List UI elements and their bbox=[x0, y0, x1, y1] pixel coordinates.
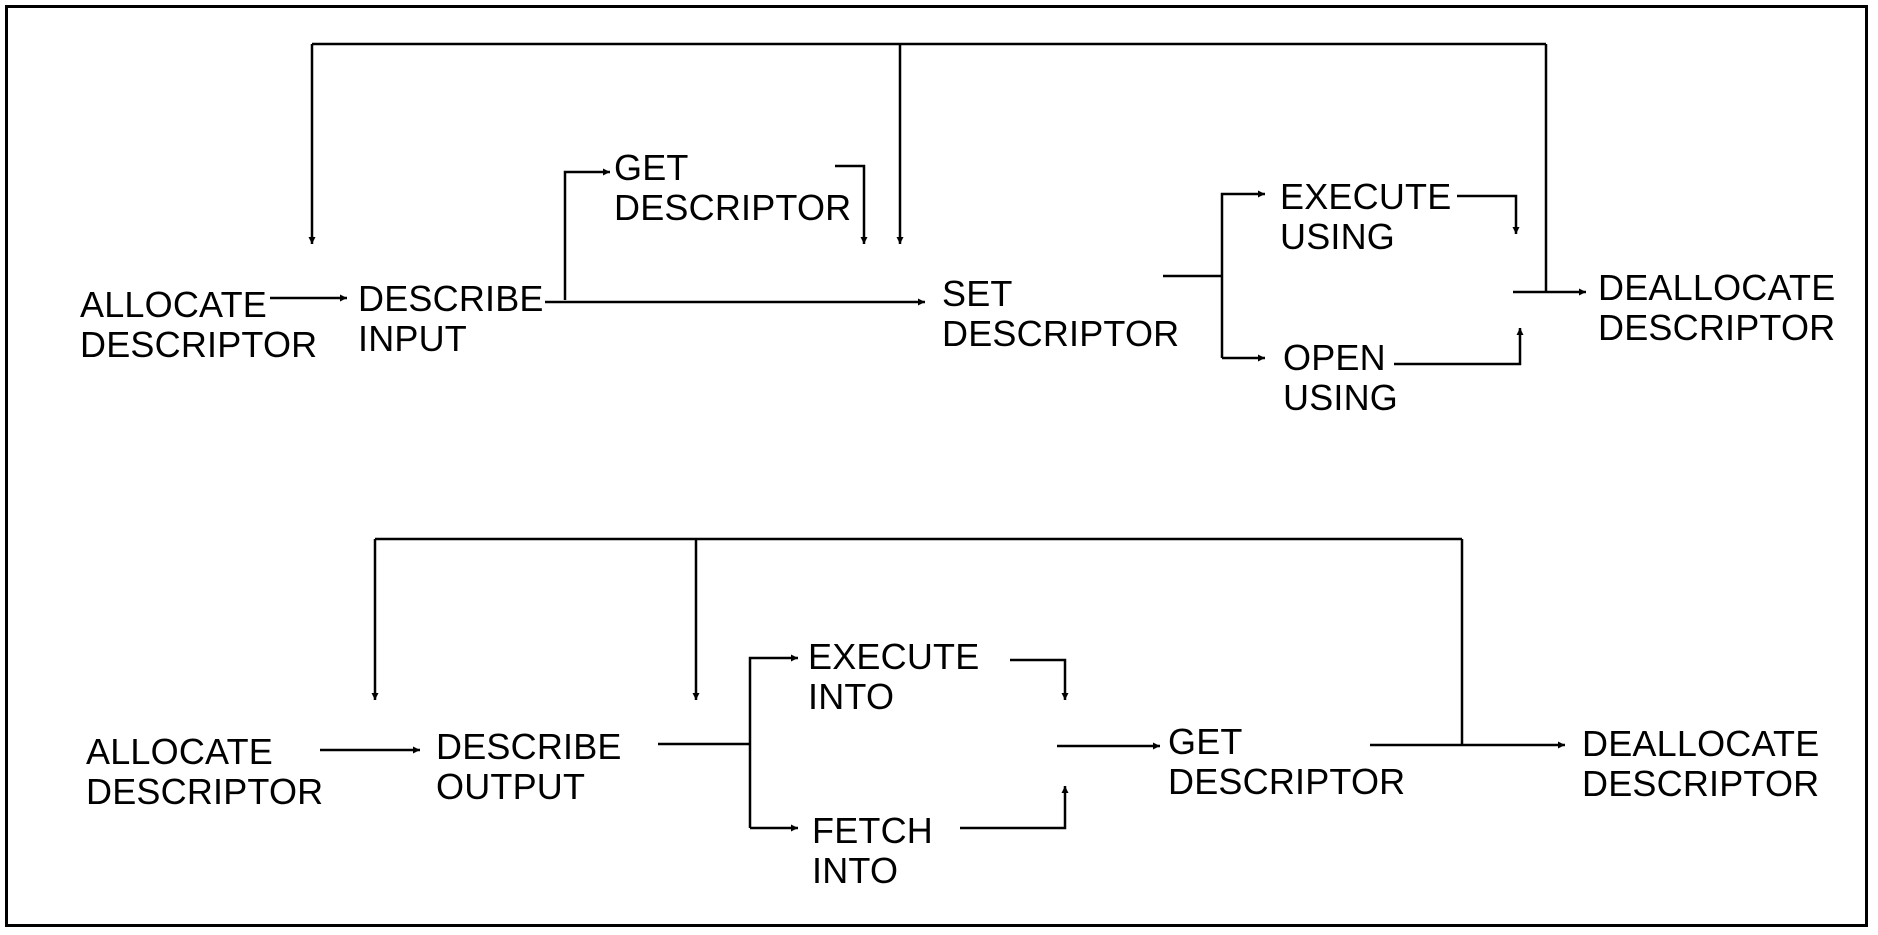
node-deallocate-descriptor-input: DEALLOCATE DESCRIPTOR bbox=[1598, 268, 1835, 348]
node-label-line-2: INTO bbox=[812, 850, 899, 891]
node-label-line-1: ALLOCATE bbox=[80, 284, 267, 325]
node-set-descriptor: SET DESCRIPTOR bbox=[942, 274, 1179, 354]
connector-execute-using-to-join bbox=[1457, 194, 1520, 234]
node-label-line-1: FETCH bbox=[812, 810, 933, 851]
node-label-line-2: DESCRIPTOR bbox=[942, 313, 1180, 354]
node-label-line-1: EXECUTE bbox=[808, 636, 980, 677]
connector-execute-into-to-join bbox=[1010, 658, 1069, 700]
node-label-line-1: GET bbox=[1168, 721, 1243, 762]
node-open-using: OPEN USING bbox=[1283, 338, 1398, 418]
node-describe-output: DESCRIBE OUTPUT bbox=[436, 727, 622, 807]
node-label-line-1: DEALLOCATE bbox=[1582, 723, 1820, 764]
node-execute-into: EXECUTE INTO bbox=[808, 637, 979, 717]
node-allocate-descriptor-output: ALLOCATE DESCRIPTOR bbox=[86, 732, 323, 812]
connector-branch-to-execute-using bbox=[1220, 190, 1265, 358]
node-label-line-2: DESCRIPTOR bbox=[80, 324, 318, 365]
node-label-line-2: DESCRIPTOR bbox=[1598, 307, 1836, 348]
node-label-line-2: DESCRIPTOR bbox=[1168, 761, 1406, 802]
node-label-line-2: DESCRIPTOR bbox=[1582, 763, 1820, 804]
node-label-line-2: USING bbox=[1280, 216, 1396, 257]
node-label-line-1: OPEN bbox=[1283, 337, 1386, 378]
node-fetch-into: FETCH INTO bbox=[812, 811, 933, 891]
node-label-line-2: DESCRIPTOR bbox=[86, 771, 324, 812]
node-label-line-2: OUTPUT bbox=[436, 766, 586, 807]
node-label-line-1: GET bbox=[614, 147, 689, 188]
node-label-line-1: EXECUTE bbox=[1280, 176, 1452, 217]
connector-describe-input-to-get-descriptor bbox=[563, 168, 610, 300]
connector-branch-to-execute-into bbox=[748, 654, 798, 828]
node-label-line-1: ALLOCATE bbox=[86, 731, 273, 772]
diagram-border bbox=[5, 5, 1868, 927]
node-allocate-descriptor-input: ALLOCATE DESCRIPTOR bbox=[80, 285, 317, 365]
connector-fetch-into-to-join bbox=[960, 786, 1069, 830]
connector-get-descriptor-to-set bbox=[835, 164, 868, 244]
node-execute-using: EXECUTE USING bbox=[1280, 177, 1451, 257]
node-get-descriptor-input: GET DESCRIPTOR bbox=[614, 148, 851, 228]
node-label-line-2: USING bbox=[1283, 377, 1399, 418]
node-deallocate-descriptor-output: DEALLOCATE DESCRIPTOR bbox=[1582, 724, 1819, 804]
connector-open-using-to-join bbox=[1394, 328, 1524, 366]
node-label-line-1: DEALLOCATE bbox=[1598, 267, 1836, 308]
node-label-line-1: SET bbox=[942, 273, 1013, 314]
node-label-line-2: INPUT bbox=[358, 318, 467, 359]
node-describe-input: DESCRIBE INPUT bbox=[358, 279, 544, 359]
node-label-line-2: INTO bbox=[808, 676, 895, 717]
node-label-line-2: DESCRIPTOR bbox=[614, 187, 852, 228]
node-label-line-1: DESCRIBE bbox=[358, 278, 544, 319]
node-label-line-1: DESCRIBE bbox=[436, 726, 622, 767]
node-get-descriptor-output: GET DESCRIPTOR bbox=[1168, 722, 1405, 802]
